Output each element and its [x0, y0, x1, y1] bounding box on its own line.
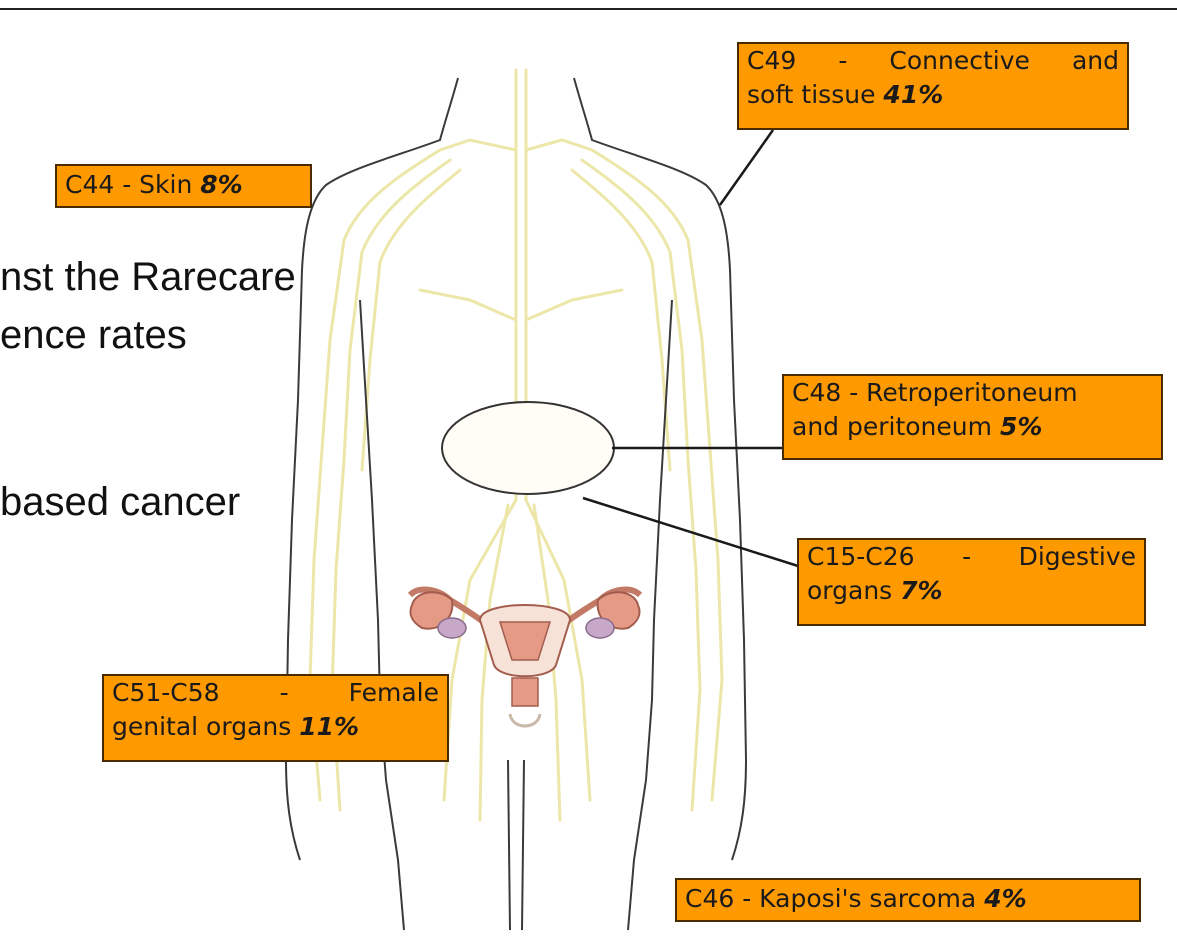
label-skin: C44 - Skin 8%: [55, 164, 312, 208]
label-c48-line1: C48 - Retroperitoneum: [792, 376, 1153, 410]
body-silhouette-fill: [284, 78, 751, 930]
retroperitoneum-ellipse: [442, 402, 614, 494]
label-c46-percent: 4%: [984, 884, 1026, 913]
label-c51-line2: genital organs: [112, 712, 291, 741]
label-c44-percent: 8%: [200, 170, 242, 199]
label-female-genital-organs: C51-C58 - Female genital organs 11%: [102, 674, 449, 762]
label-c48-percent: 5%: [1000, 412, 1042, 441]
label-c49-line2: soft tissue: [747, 80, 875, 109]
label-c51-word: Female: [349, 676, 439, 710]
label-c51-code: C51-C58: [112, 676, 220, 710]
label-c44-text: C44 - Skin: [65, 170, 192, 199]
label-connective-soft-tissue: C49 - Connective and soft tissue 41%: [737, 42, 1129, 130]
label-c15-dash: -: [962, 540, 971, 574]
label-digestive-organs: C15-C26 - Digestive organs 7%: [797, 538, 1146, 626]
label-c49-and: and: [1072, 44, 1119, 78]
label-c15-line2: organs: [807, 576, 892, 605]
label-c15-percent: 7%: [900, 576, 942, 605]
label-c49-dash: -: [838, 44, 847, 78]
label-c15-word: Digestive: [1019, 540, 1136, 574]
label-kaposi-sarcoma: C46 - Kaposi's sarcoma 4%: [675, 878, 1141, 922]
label-retroperitoneum: C48 - Retroperitoneum and peritoneum 5%: [782, 374, 1163, 460]
label-c46-text: C46 - Kaposi's sarcoma: [685, 884, 976, 913]
label-c48-line2: and peritoneum: [792, 412, 992, 441]
label-c49-percent: 41%: [883, 80, 943, 109]
label-c51-percent: 11%: [299, 712, 359, 741]
label-c49-word: Connective: [889, 44, 1030, 78]
label-c49-code: C49: [747, 44, 796, 78]
label-c51-dash: -: [280, 676, 289, 710]
label-c15-code: C15-C26: [807, 540, 915, 574]
